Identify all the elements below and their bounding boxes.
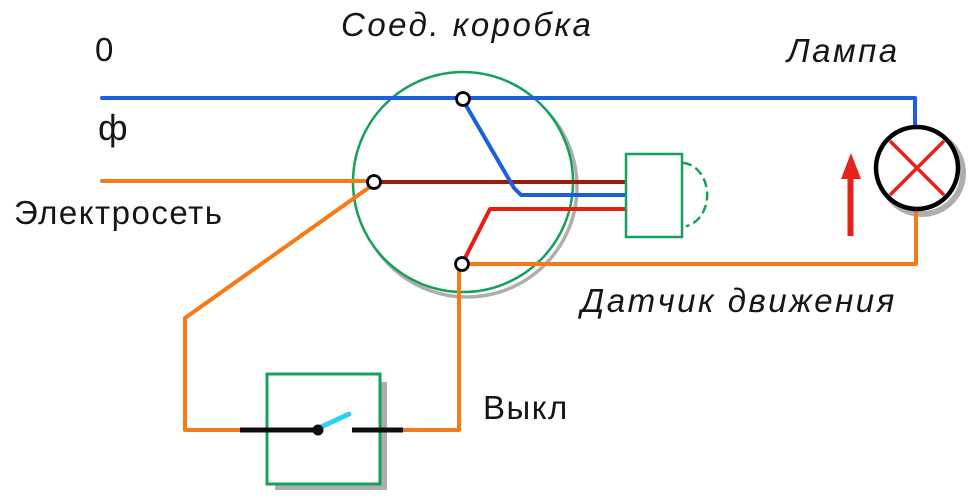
lamp-label: Лампа [785,32,900,69]
neutral-branch-wire [462,100,632,197]
lamp-cross-line-2 [888,139,946,197]
junction-box-label: Соед. коробка [341,6,593,43]
mains-label: Электросеть [14,194,223,231]
junction-to-lamp-wire [463,207,918,266]
junction-node-neutral [455,91,471,107]
switch-to-junction-wire [400,266,461,432]
switch-label: Выкл [483,389,569,426]
phase-label: ф [98,107,129,148]
lamp-symbol [873,124,961,212]
junction-node-phase [366,174,382,190]
sensor-load-wire [461,207,632,263]
junction-node-load [454,256,470,272]
motion-sensor-box [624,152,684,239]
switch-pivot-dot [312,424,324,436]
motion-sensor-label: Датчик движения [577,282,897,319]
switch-lever [318,411,352,430]
sensor-lens-arc [682,161,709,228]
arrow-head [841,153,861,179]
phase-to-switch-wire [183,182,376,432]
neutral-wire [100,96,917,132]
neutral-label: 0 [95,31,115,68]
arrow-up-icon [841,153,861,236]
arrow-shaft [847,177,854,236]
